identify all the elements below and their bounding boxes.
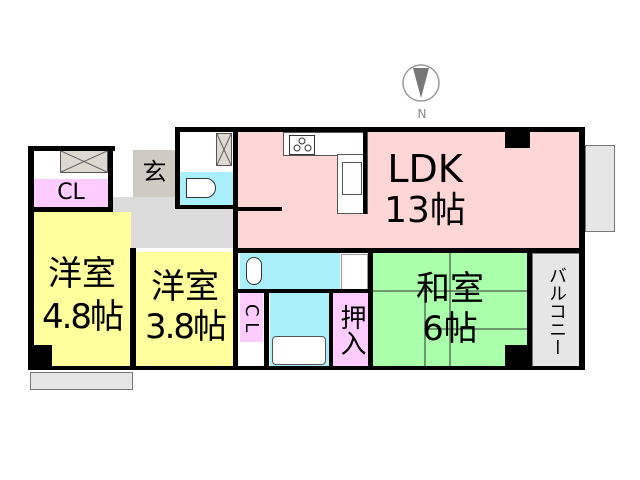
washbasin-icon bbox=[246, 257, 262, 285]
north-arrow-icon bbox=[402, 64, 440, 102]
ldk-name: LDK bbox=[387, 147, 463, 191]
washer-space bbox=[341, 254, 368, 290]
western-1-size: 4.8帖 bbox=[41, 297, 124, 337]
balcony-bottom bbox=[30, 372, 133, 390]
room-western-2 bbox=[136, 252, 234, 368]
room-entrance bbox=[133, 150, 176, 197]
stove-icon bbox=[289, 135, 315, 155]
storage bbox=[60, 150, 108, 173]
balcony-right bbox=[585, 145, 615, 232]
closet-1-label: CL bbox=[57, 180, 85, 205]
room-closet-2 bbox=[240, 293, 263, 342]
toilet-icon bbox=[186, 178, 216, 198]
entrance-label: 玄 bbox=[142, 158, 167, 186]
sink-icon bbox=[342, 162, 362, 195]
room-balcony bbox=[532, 253, 580, 367]
oshiire-label: 押入 bbox=[336, 304, 366, 356]
compass-label: N bbox=[417, 107, 427, 121]
tatami-lines bbox=[373, 253, 528, 367]
western-1-name: 洋室 bbox=[48, 254, 116, 294]
ldk-size: 13帖 bbox=[384, 190, 466, 231]
room-oshiire bbox=[333, 293, 369, 367]
japanese-size: 6帖 bbox=[422, 309, 478, 349]
storage bbox=[216, 133, 232, 166]
western-2-name: 洋室 bbox=[151, 267, 219, 307]
japanese-name: 和室 bbox=[416, 269, 484, 309]
balcony-label: バルコニー bbox=[546, 266, 567, 356]
room-western-1 bbox=[33, 212, 131, 368]
closet-2-label: C L bbox=[241, 303, 262, 333]
western-2-size: 3.8帖 bbox=[144, 307, 227, 347]
room-closet-1 bbox=[33, 179, 109, 207]
bathtub bbox=[272, 336, 326, 365]
